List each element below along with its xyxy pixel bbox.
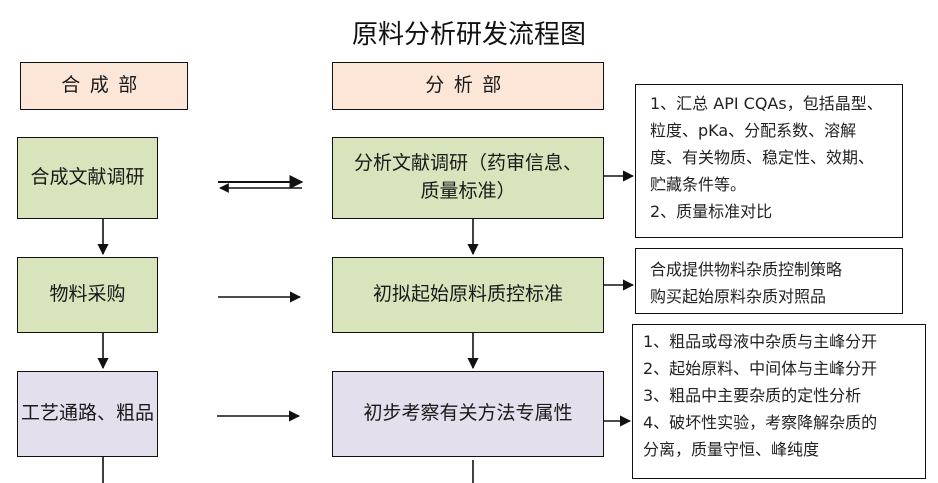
note-line: 粒度、pKa、分配系数、溶解 xyxy=(650,120,857,140)
analysis-step-literature: 分析文献调研（药审信息、质量标准） xyxy=(332,137,604,219)
note-line: 3、粗品中主要杂质的定性分析 xyxy=(643,385,862,405)
note-line: 度、有关物质、稳定性、效期、 xyxy=(650,147,875,167)
synthesis-department-header: 合成部 xyxy=(20,62,188,110)
note-line: 2、质量标准对比 xyxy=(650,201,773,221)
diagram-title: 原料分析研发流程图 xyxy=(351,20,586,50)
synthesis-step-process-route: 工艺通路、粗品 xyxy=(17,371,158,457)
analysis-department-label: 分析部 xyxy=(425,74,511,97)
note-line: 合成提供物料杂质控制策略 xyxy=(650,260,843,279)
synthesis-step-procurement: 物料采购 xyxy=(17,257,158,333)
note-line: 1、粗品或母液中杂质与主峰分开 xyxy=(643,332,878,351)
analysis-step-label: 分析文献调研（药审信息、质量标准） xyxy=(353,152,582,202)
note-line: 2、起始原料、中间体与主峰分开 xyxy=(643,358,878,378)
analysis-step-quality-standard: 初拟起始原料质控标准 xyxy=(332,257,604,333)
analysis-step-label: 初步考察有关方法专属性 xyxy=(363,402,573,425)
note-literature-summary: 1、汇总 API CQAs，包括晶型、 粒度、pKa、分配系数、溶解 度、有关物… xyxy=(635,84,903,238)
note-line: 贮藏条件等。 xyxy=(650,174,747,194)
synthesis-step-literature: 合成文献调研 xyxy=(17,137,158,219)
note-specificity-checks: 1、粗品或母液中杂质与主峰分开 2、起始原料、中间体与主峰分开 3、粗品中主要杂… xyxy=(632,324,926,479)
note-line: 分离，质量守恒、峰纯度 xyxy=(643,439,820,459)
analysis-step-label: 初拟起始原料质控标准 xyxy=(372,283,563,306)
synthesis-step-label: 合成文献调研 xyxy=(30,166,145,189)
note-line: 4、破坏性实验，考察降解杂质的 xyxy=(643,412,878,432)
analysis-department-header: 分析部 xyxy=(332,62,604,110)
synthesis-step-label: 工艺通路、粗品 xyxy=(20,402,154,425)
analysis-step-method-specificity: 初步考察有关方法专属性 xyxy=(332,371,604,457)
note-line: 购买起始原料杂质对照品 xyxy=(650,286,827,306)
note-line: 1、汇总 API CQAs，包括晶型、 xyxy=(650,94,883,113)
note-impurity-control: 合成提供物料杂质控制策略 购买起始原料杂质对照品 xyxy=(635,248,903,314)
synthesis-step-label: 物料采购 xyxy=(49,283,126,306)
synthesis-department-label: 合成部 xyxy=(61,74,147,97)
